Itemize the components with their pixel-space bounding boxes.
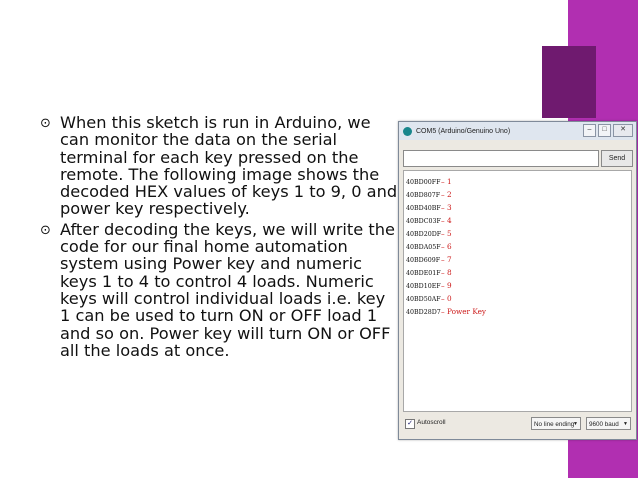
window-controls: – □ ✕ xyxy=(583,124,633,137)
hex-code: 40BDE01F xyxy=(406,270,441,277)
hex-code: 40BD807F xyxy=(406,192,441,199)
key-annotation: – 1 xyxy=(441,177,452,186)
key-annotation: – 3 xyxy=(441,203,452,212)
key-annotation: – 6 xyxy=(441,242,452,251)
output-line: 40BD609F– 7 xyxy=(406,255,452,264)
hex-code: 40BD609F xyxy=(406,257,441,264)
hex-code: 40BD00FF xyxy=(406,179,441,186)
hex-code: 40BD50AF xyxy=(406,296,441,303)
key-annotation: – 5 xyxy=(441,229,452,238)
serial-monitor-window: COM5 (Arduino/Genuino Uno) – □ ✕ Send 40… xyxy=(398,121,637,440)
autoscroll-label: Autoscroll xyxy=(417,419,446,426)
hex-code: 40BD10EF xyxy=(406,283,441,290)
key-annotation: – 8 xyxy=(441,268,452,277)
chevron-down-icon: ▼ xyxy=(573,421,578,427)
send-button[interactable]: Send xyxy=(601,150,633,167)
output-line: 40BD00FF– 1 xyxy=(406,177,452,186)
baud-rate-value: 9600 baud xyxy=(589,421,619,428)
output-line: 40BD40BF– 3 xyxy=(406,203,452,212)
output-line: 40BD28D7– Power Key xyxy=(406,307,486,316)
serial-input[interactable] xyxy=(403,150,599,167)
output-line: 40BD807F– 2 xyxy=(406,190,452,199)
key-annotation: – 0 xyxy=(441,294,452,303)
serial-output[interactable]: 40BD00FF– 1 40BD807F– 2 40BD40BF– 3 40BD… xyxy=(403,170,632,412)
bullet-text: After decoding the keys, we will write t… xyxy=(60,219,395,360)
hex-code: 40BD28D7 xyxy=(406,309,441,316)
decorative-accent-box xyxy=(542,46,596,118)
hex-code: 40BDA05F xyxy=(406,244,441,251)
close-button[interactable]: ✕ xyxy=(613,124,633,137)
output-line: 40BDE01F– 8 xyxy=(406,268,452,277)
output-line: 40BDC03F– 4 xyxy=(406,216,452,225)
output-line: 40BD50AF– 0 xyxy=(406,294,452,303)
hex-code: 40BD20DF xyxy=(406,231,442,238)
chevron-down-icon: ▼ xyxy=(623,421,628,427)
title-bar[interactable]: COM5 (Arduino/Genuino Uno) – □ ✕ xyxy=(399,122,636,140)
key-annotation: – 4 xyxy=(441,216,452,225)
baud-rate-select[interactable]: 9600 baud ▼ xyxy=(586,417,631,430)
serial-footer: ✓ Autoscroll No line ending ▼ 9600 baud … xyxy=(403,415,632,433)
key-annotation: – Power Key xyxy=(441,307,487,316)
maximize-button[interactable]: □ xyxy=(598,124,611,137)
window-title: COM5 (Arduino/Genuino Uno) xyxy=(416,127,511,135)
bullet-list: ⊙ When this sketch is run in Arduino, we… xyxy=(40,114,400,362)
arduino-app-icon xyxy=(403,126,412,136)
key-annotation: – 2 xyxy=(441,190,452,199)
circled-dot-bullet-icon: ⊙ xyxy=(40,116,51,131)
bullet-item: ⊙ After decoding the keys, we will write… xyxy=(40,221,400,359)
output-line: 40BD20DF– 5 xyxy=(406,229,452,238)
hex-code: 40BDC03F xyxy=(406,218,441,225)
hex-code: 40BD40BF xyxy=(406,205,441,212)
send-row: Send xyxy=(403,150,633,167)
output-line: 40BD10EF– 9 xyxy=(406,281,452,290)
minimize-button[interactable]: – xyxy=(583,124,596,137)
output-line: 40BDA05F– 6 xyxy=(406,242,452,251)
circled-dot-bullet-icon: ⊙ xyxy=(40,222,51,238)
key-annotation: – 7 xyxy=(441,255,452,264)
autoscroll-checkbox[interactable]: ✓ xyxy=(405,419,415,429)
line-ending-value: No line ending xyxy=(534,421,575,428)
bullet-item: ⊙ When this sketch is run in Arduino, we… xyxy=(40,114,400,218)
key-annotation: – 9 xyxy=(441,281,452,290)
line-ending-select[interactable]: No line ending ▼ xyxy=(531,417,581,430)
bullet-text: When this sketch is run in Arduino, we c… xyxy=(60,113,398,219)
